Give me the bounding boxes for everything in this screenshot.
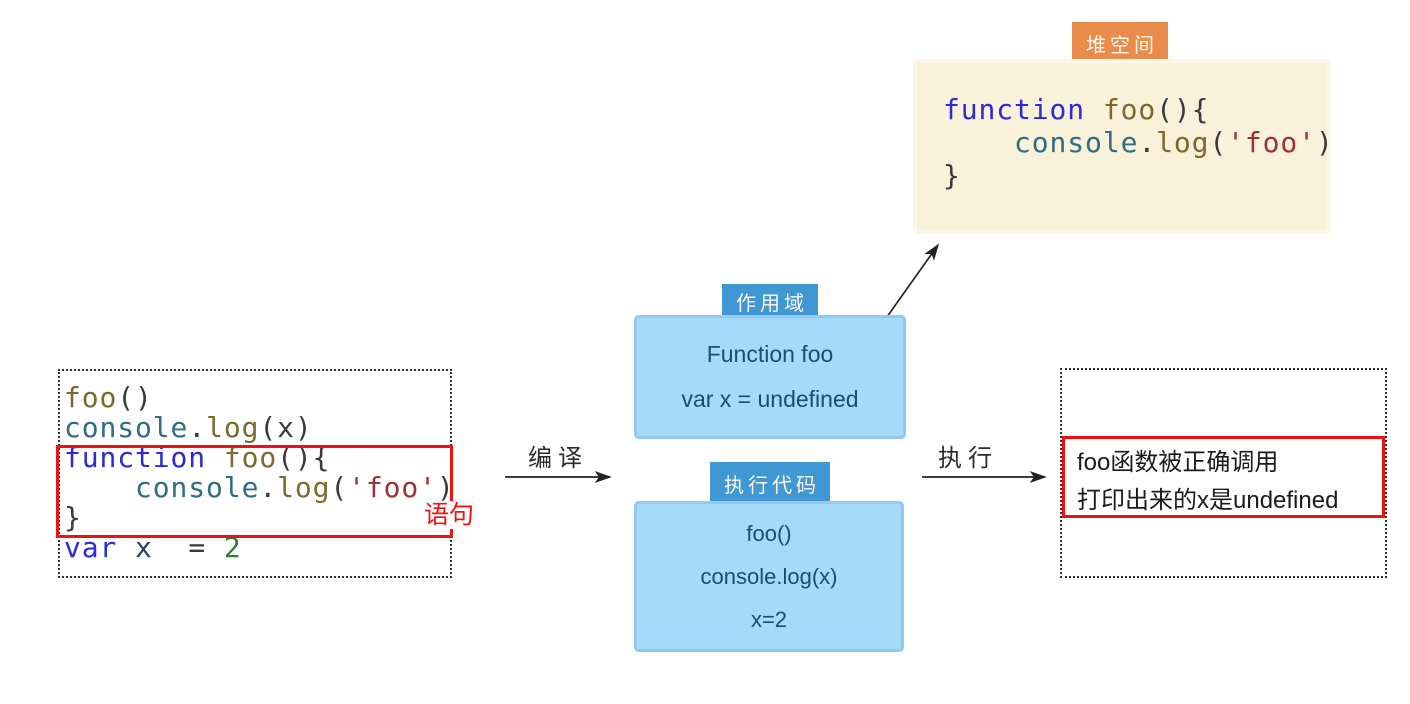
heap-tab: 堆空间 xyxy=(1072,22,1168,65)
result-line: 打印出来的x是undefined xyxy=(1077,487,1339,514)
code-line: console.log('foo') xyxy=(1014,126,1334,159)
code-line: } xyxy=(64,501,82,534)
scope-panel: Function foo var x = undefined xyxy=(637,318,903,436)
execution-code-line: x=2 xyxy=(750,606,788,632)
statement-label: 语句 xyxy=(422,501,477,529)
heap-code: function foo(){ console.log('foo')} xyxy=(943,93,1334,192)
source-code-box xyxy=(58,369,452,578)
execution-code-line: foo() xyxy=(746,520,792,546)
execution-code-line: console.log(x) xyxy=(700,563,838,589)
result-box xyxy=(1060,368,1387,578)
code-line: console.log('foo') xyxy=(135,471,455,504)
scope-tab: 作用域 xyxy=(722,284,818,318)
code-line: function foo(){ xyxy=(943,93,1210,126)
execution-code-tab: 执行代码 xyxy=(710,462,830,505)
heap-box: function foo(){ console.log('foo')} xyxy=(917,63,1333,230)
result-highlight-frame: foo函数被正确调用 打印出来的x是undefined xyxy=(1062,436,1385,518)
execution-code-panel: foo() console.log(x) x=2 xyxy=(637,504,901,649)
compile-arrow-label: 编译 xyxy=(528,445,588,472)
code-line: console.log(x) xyxy=(64,411,313,444)
code-line: } xyxy=(943,159,961,192)
code-line: foo() xyxy=(64,381,153,414)
scope-line: var x = undefined xyxy=(681,386,859,412)
execute-arrow-label: 执行 xyxy=(938,445,998,472)
result-line: foo函数被正确调用 xyxy=(1077,449,1279,476)
statement-highlight-frame xyxy=(56,445,453,538)
scope-line: Function foo xyxy=(706,341,834,367)
